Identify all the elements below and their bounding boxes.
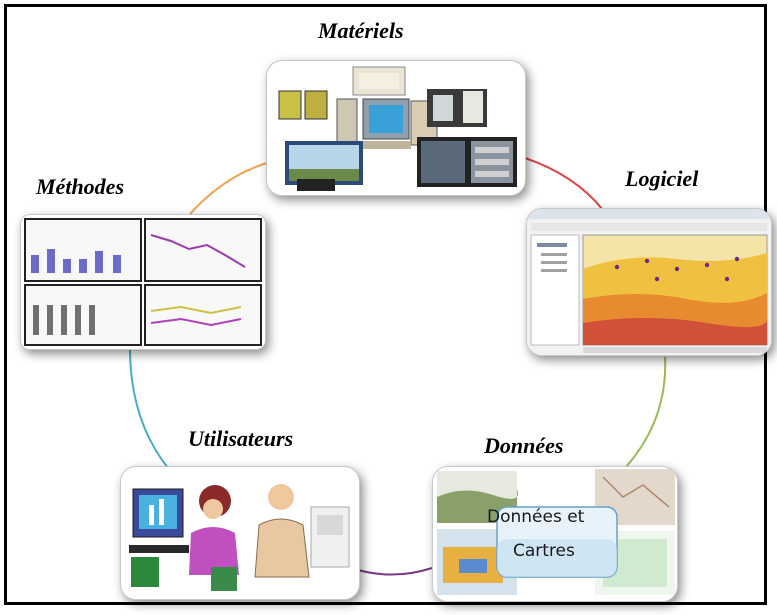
materiels-card <box>266 60 526 196</box>
arc-logiciel-donnees <box>624 356 667 469</box>
hardware-illustration <box>278 66 517 191</box>
title-utilisateurs: Utilisateurs <box>188 426 294 451</box>
arc-materiels-logiciel <box>524 157 604 211</box>
maps-illustration <box>433 467 677 601</box>
charts-illustration <box>21 215 265 349</box>
donnees-card: Données et Cartres <box>432 466 678 602</box>
arc-donnees-utilisateurs <box>357 567 433 576</box>
logiciel-card <box>526 208 772 356</box>
title-materiels: Matériels <box>318 18 404 43</box>
arc-utilisateurs-methodes <box>129 347 169 469</box>
title-donnees: Données <box>484 433 564 458</box>
utilisateurs-card <box>120 466 360 600</box>
arc-methodes-materiels <box>189 161 271 215</box>
donnees-label-line1: Données et <box>487 507 585 527</box>
title-methodes: Méthodes <box>36 174 124 199</box>
title-logiciel: Logiciel <box>625 166 699 191</box>
gis-software-screenshot <box>527 209 771 355</box>
methodes-card <box>20 214 266 350</box>
donnees-label-line2: Cartres <box>513 541 575 561</box>
users-illustration <box>121 467 359 599</box>
